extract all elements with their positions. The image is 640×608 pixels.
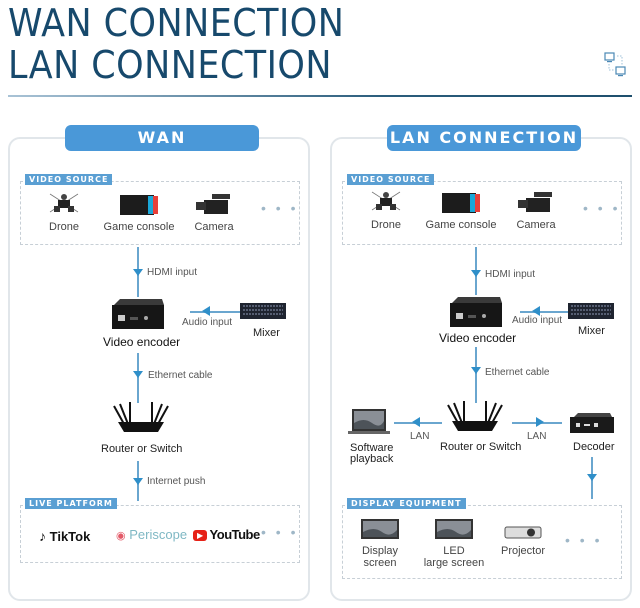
game-console-item: Game console: [103, 192, 175, 233]
software-playback-label: Software playback: [350, 443, 393, 465]
more-displays-dots: • • •: [565, 532, 603, 548]
mixer-icon: [240, 303, 286, 319]
projector-item: Projector: [495, 522, 551, 557]
software-label-line1: Software: [350, 442, 394, 454]
more-platforms-dots: • • •: [261, 524, 299, 540]
decoder-icon: [570, 413, 614, 433]
mixer-label: Mixer: [253, 327, 280, 339]
router-icon: [447, 401, 503, 431]
ethernet-label: Ethernet cable: [148, 370, 213, 381]
periscope-logo[interactable]: ◉ Periscope: [116, 527, 187, 542]
video-encoder-label: Video encoder: [439, 331, 517, 345]
lan-tab-label: LAN CONNECTION: [387, 125, 581, 151]
tiktok-label: TikTok: [49, 529, 91, 544]
camera-item: Camera: [186, 192, 242, 233]
hdmi-arrow-icon: [471, 270, 481, 277]
ethernet-line: [475, 347, 477, 403]
youtube-logo-icon: ▶: [193, 530, 207, 542]
drone-icon: [371, 191, 401, 211]
lan-panel: LAN CONNECTION VIDEO SOURCE Drone Game c…: [330, 125, 632, 601]
display-equipment-group: DISPLAY EQUIPMENT Display screen LED lar…: [342, 498, 622, 579]
video-source-tag: VIDEO SOURCE: [347, 174, 435, 185]
internet-push-label: Internet push: [147, 476, 206, 487]
audio-input-label: Audio input: [182, 317, 233, 328]
drone-label: Drone: [49, 221, 79, 233]
wan-panel: WAN CONNECTION VIDEO SOURCE Drone Game c…: [8, 125, 310, 601]
display-screen-label-2: screen: [363, 557, 397, 569]
ethernet-arrow-icon: [471, 367, 481, 374]
audio-input-label: Audio input: [512, 315, 563, 326]
mixer-label: Mixer: [578, 325, 605, 337]
lan-right-arrow-icon: [536, 417, 544, 427]
camera-item: Camera: [508, 190, 564, 231]
software-label-line2: playback: [350, 453, 394, 465]
projector-label: Projector: [500, 545, 546, 557]
drone-item: Drone: [361, 190, 411, 231]
display-arrow-icon: [587, 474, 597, 481]
camera-icon: [518, 192, 552, 212]
live-platform-group: LIVE PLATFORM ♪ TikTok ◉ Periscope ▶ You…: [20, 498, 300, 563]
audio-line: [190, 311, 240, 313]
camera-label: Camera: [194, 221, 234, 233]
game-console-icon: [442, 193, 480, 213]
lan-left-arrow-icon: [412, 417, 420, 427]
periscope-label: Periscope: [129, 527, 188, 542]
push-arrow-icon: [133, 478, 143, 485]
camera-icon: [196, 194, 230, 214]
hdmi-label: HDMI input: [147, 267, 198, 278]
router-label: Router or Switch: [440, 441, 522, 453]
title-lan: LAN CONNECTION: [8, 43, 332, 87]
tiktok-logo[interactable]: ♪ TikTok: [39, 528, 90, 544]
periscope-logo-icon: ◉: [116, 530, 126, 542]
youtube-label: YouTube: [209, 527, 261, 542]
decoder-label: Decoder: [573, 441, 615, 453]
game-console-icon: [120, 195, 158, 215]
led-screen-label-1: LED: [443, 545, 465, 557]
title-wan: WAN CONNECTION: [8, 1, 345, 45]
audio-line: [520, 311, 572, 313]
display-equipment-tag: DISPLAY EQUIPMENT: [347, 498, 466, 509]
audio-arrow-icon: [532, 306, 540, 316]
wan-tab-label: WAN CONNECTION: [65, 125, 259, 173]
hdmi-arrow-icon: [133, 269, 143, 276]
video-encoder-icon: [450, 297, 502, 327]
ethernet-arrow-icon: [133, 371, 143, 378]
lan-left-label: LAN: [410, 431, 430, 442]
drone-icon: [49, 193, 79, 213]
lan-right-label: LAN: [527, 431, 547, 442]
hdmi-label: HDMI input: [485, 269, 536, 280]
video-source-tag: VIDEO SOURCE: [25, 174, 113, 185]
laptop-icon: [348, 409, 390, 434]
wan-video-source-group: VIDEO SOURCE Drone Game console: [20, 174, 300, 245]
audio-arrow-icon: [202, 306, 210, 316]
youtube-logo[interactable]: ▶ YouTube: [193, 527, 260, 542]
lan-video-source-group: VIDEO SOURCE Drone Game console: [342, 174, 622, 245]
mixer-icon: [568, 303, 614, 319]
header-divider: [8, 95, 632, 97]
led-screen-icon: [435, 519, 473, 539]
tiktok-logo-icon: ♪: [39, 528, 46, 544]
video-encoder-label: Video encoder: [103, 335, 181, 349]
more-sources-dots: • • •: [261, 200, 299, 216]
drone-item: Drone: [39, 192, 89, 233]
game-console-label: Game console: [425, 219, 497, 231]
camera-label: Camera: [516, 219, 556, 231]
router-icon: [113, 402, 169, 432]
projector-icon: [504, 526, 542, 539]
game-console-item: Game console: [425, 190, 497, 231]
live-platform-tag: LIVE PLATFORM: [25, 498, 117, 509]
display-screen-icon: [361, 519, 399, 539]
ethernet-line: [137, 353, 139, 403]
led-screen-label-2: large screen: [423, 557, 485, 569]
drone-label: Drone: [371, 219, 401, 231]
display-screen-label-1: Display: [361, 545, 399, 557]
game-console-label: Game console: [103, 221, 175, 233]
more-sources-dots: • • •: [583, 200, 621, 216]
led-screen-item: LED large screen: [421, 518, 487, 569]
video-encoder-icon: [112, 299, 164, 329]
ethernet-label: Ethernet cable: [485, 367, 550, 378]
display-screen-item: Display screen: [357, 518, 403, 569]
network-computers-icon: [604, 52, 626, 77]
router-label: Router or Switch: [101, 443, 183, 455]
